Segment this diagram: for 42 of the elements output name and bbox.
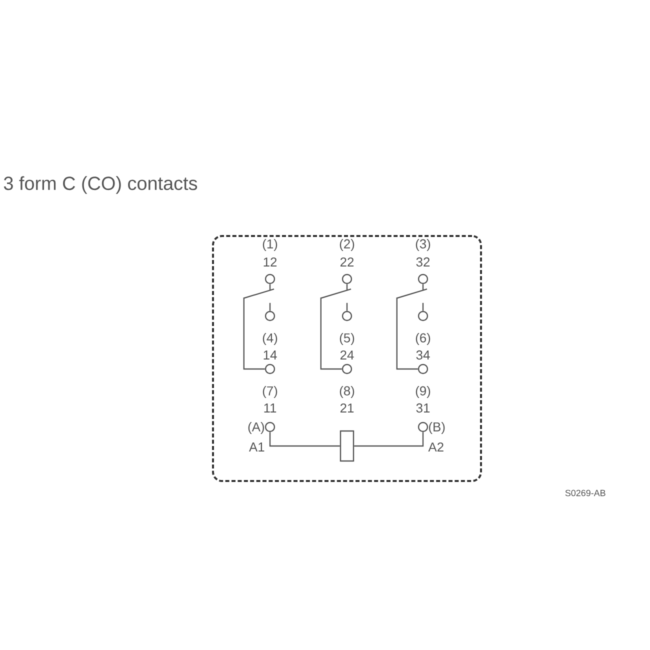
switch-contact (396, 284, 428, 370)
pin-label: (6) (416, 332, 430, 346)
pin-label: (7) (262, 386, 278, 398)
terminal-number: 12 (264, 257, 277, 267)
pin-label: (9) (416, 386, 430, 398)
terminal-number: 22 (340, 257, 354, 267)
terminal-circle (342, 274, 352, 284)
pin-label: (5) (340, 332, 354, 346)
pin-label: (A) (248, 422, 264, 434)
terminal-circle (342, 310, 352, 322)
switch-contact (243, 284, 275, 370)
terminal-circle (418, 422, 428, 432)
title: 3 form C (CO) contacts (4, 176, 198, 194)
terminal-number: A2 (428, 442, 444, 452)
drawing-code: S0269-AB (565, 490, 606, 496)
coil-wire (354, 432, 424, 447)
terminal-circle (264, 422, 276, 432)
terminal-number: 14 (264, 350, 277, 360)
relay-coil (340, 430, 354, 462)
pin-label: (4) (262, 332, 278, 346)
dashed-frame (212, 235, 482, 482)
terminal-circle (264, 364, 276, 374)
terminal-number: 32 (416, 257, 430, 267)
terminal-number: A1 (249, 442, 264, 452)
terminal-number: 21 (340, 403, 354, 413)
terminal-circle (264, 310, 276, 322)
terminal-circle (342, 364, 352, 374)
switch-contact (320, 284, 352, 370)
pin-label: (1) (262, 238, 278, 252)
terminal-number: 31 (416, 403, 430, 413)
pin-label: (B) (429, 422, 445, 434)
terminal-circle (264, 274, 276, 284)
terminal-circle (418, 274, 428, 284)
terminal-number: 11 (264, 404, 276, 412)
pin-label: (3) (416, 238, 430, 252)
terminal-circle (418, 310, 428, 322)
terminal-circle (418, 364, 428, 374)
terminal-number: 24 (340, 350, 354, 360)
terminal-number: 34 (416, 350, 430, 360)
coil-wire (269, 432, 340, 447)
pin-label: (8) (340, 386, 354, 398)
pin-label: (2) (340, 238, 354, 252)
